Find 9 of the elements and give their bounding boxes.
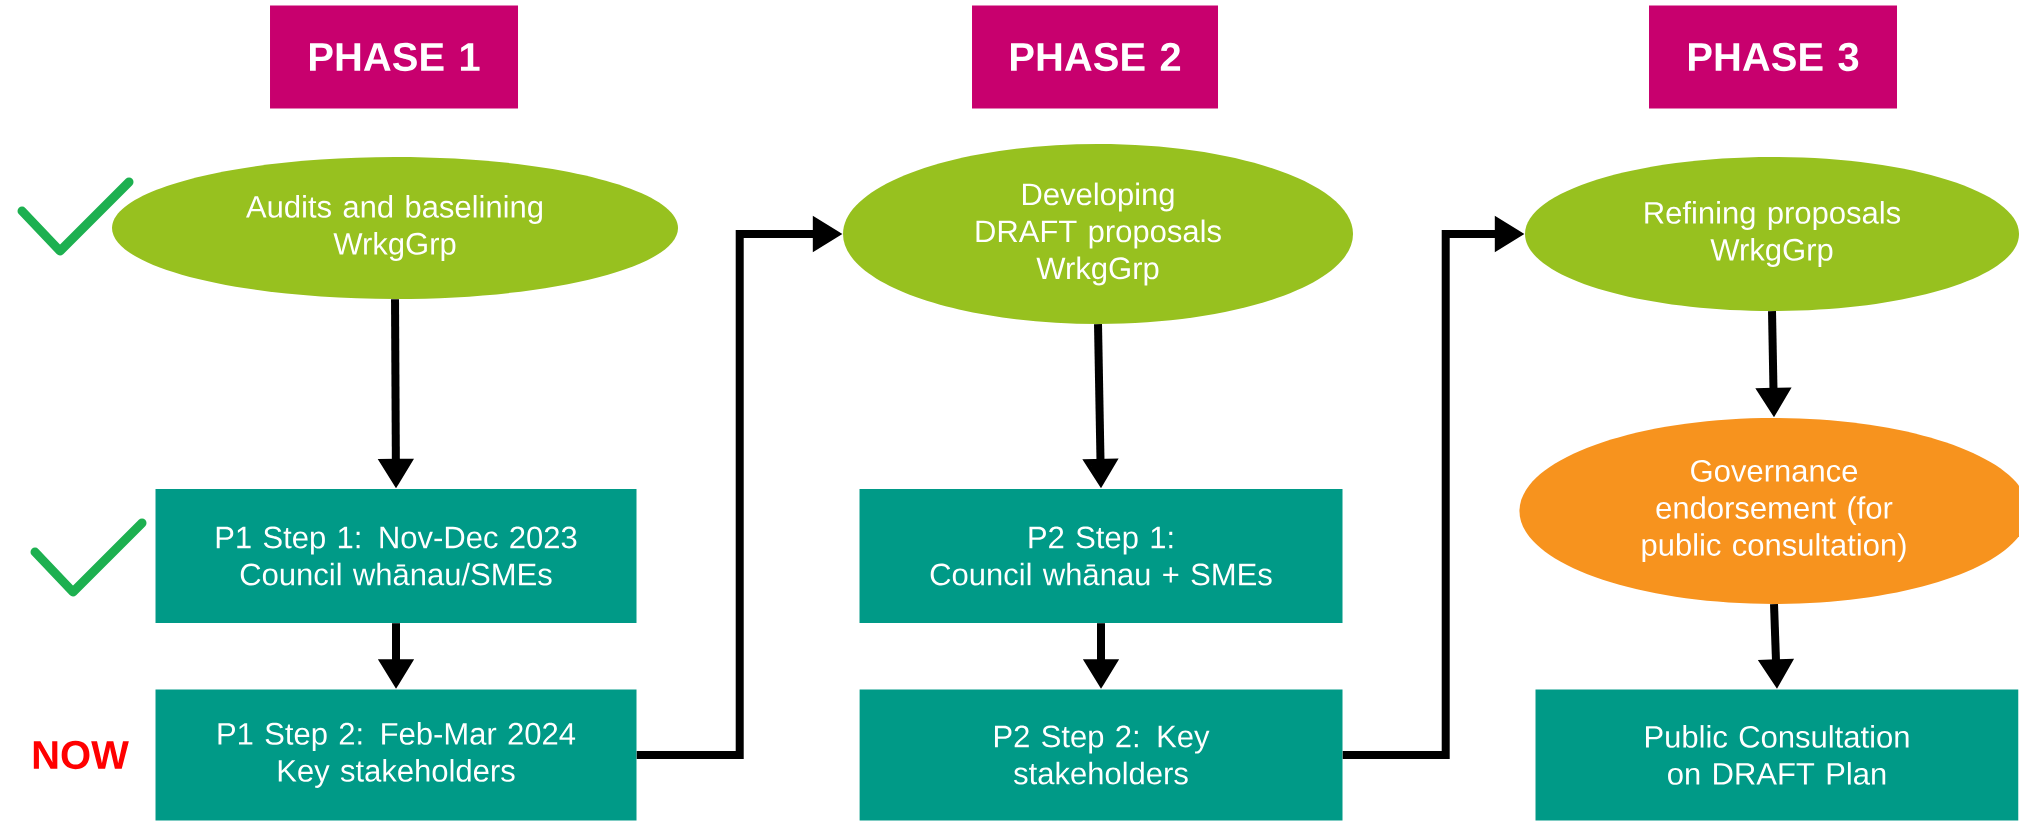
phase-heading-box: PHASE 3: [1649, 5, 1897, 109]
process-box: Public Consultation on DRAFT Plan: [1535, 689, 2019, 821]
process-box: P2 Step 2: Key stakeholders: [859, 689, 1343, 821]
status-label: NOW: [33, 740, 129, 770]
process-box: P1 Step 2: Feb-Mar 2024 Key stakeholders: [155, 689, 637, 821]
phase-heading-box: PHASE 1: [270, 5, 518, 109]
process-box: P1 Step 1: Nov-Dec 2023 Council whānau/SMEs: [155, 489, 637, 623]
process-box: P2 Step 1: Council whānau + SMEs: [859, 489, 1343, 623]
phase-heading-box: PHASE 2: [972, 5, 1218, 109]
